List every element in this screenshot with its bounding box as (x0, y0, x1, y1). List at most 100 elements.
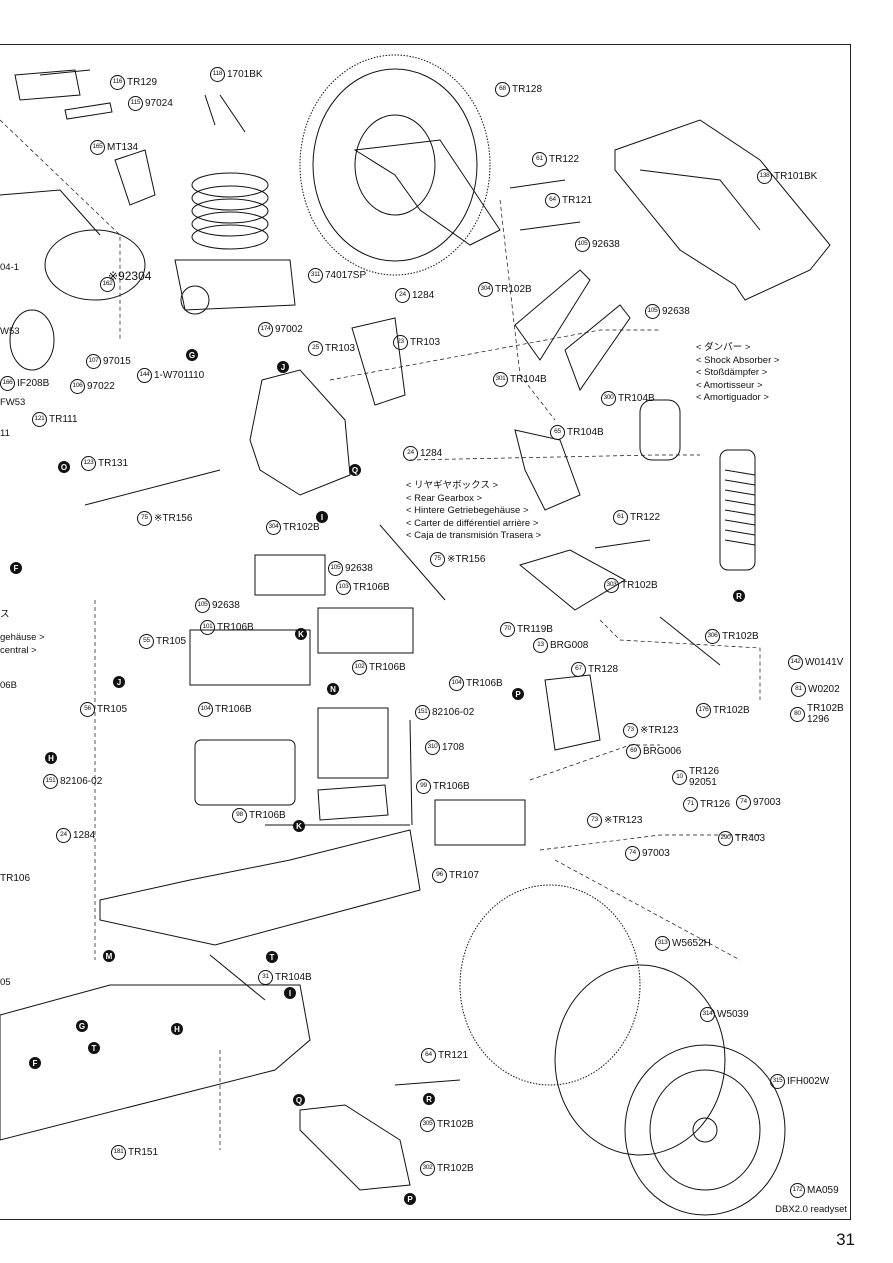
drive-shaft-upper (84, 469, 221, 506)
hinge-pin-64 (519, 221, 581, 231)
guide-dashed-10 (499, 199, 556, 421)
hinge-pin-64b (394, 1079, 461, 1086)
lower-rear-arm-303 (518, 549, 627, 611)
shock-absorber (639, 399, 756, 571)
rear-wing (614, 119, 831, 301)
gearbox-mount-23 (351, 317, 406, 406)
engine-ref-note: ※92304 (108, 269, 152, 283)
chassis-plate (0, 984, 311, 1141)
battery-box-101 (189, 629, 311, 686)
marker-letter: I (316, 511, 328, 523)
marker-letter: O (58, 461, 70, 473)
battery-box-102 (317, 607, 414, 654)
marker-letter: F (29, 1057, 41, 1069)
page-frame (0, 44, 851, 1220)
marker-letter: T (266, 951, 278, 963)
partial-text: 06B (0, 680, 17, 691)
partial-text: 11 (0, 428, 10, 439)
shock-stay-300 (564, 304, 631, 392)
hinge-pin-61 (509, 179, 566, 189)
rear-gearbox (249, 369, 351, 496)
exhaust-gasket (64, 102, 113, 120)
guide-dashed-6 (539, 834, 760, 851)
marker-letter: I (284, 987, 296, 999)
center-gearbox-note: gehäuse >central > (0, 632, 45, 656)
receiver (434, 799, 526, 846)
marker-letter: G (76, 1020, 88, 1032)
exhaust-pipe (14, 69, 91, 101)
partial-text: W53 (0, 326, 20, 337)
guide-dashed-3 (409, 454, 700, 461)
shock-stay-301 (514, 269, 591, 361)
partial-text: ス (0, 609, 10, 620)
guide-dashed-7 (554, 859, 741, 961)
marker-letter: H (45, 752, 57, 764)
rear-hub-67 (544, 674, 601, 751)
part-label: TR106 (0, 873, 31, 884)
marker-letter: G (186, 349, 198, 361)
hinge-pin-306 (659, 616, 721, 666)
marker-letter: K (293, 820, 305, 832)
partial-text: 05 (0, 977, 11, 988)
marker-letter: F (10, 562, 22, 574)
lower-arm-302 (299, 1104, 411, 1191)
part-label: 75※TR156 (137, 511, 192, 526)
marker-letter: H (171, 1023, 183, 1035)
marker-letter: Q (293, 1094, 305, 1106)
guide-dashed-2 (329, 329, 660, 381)
marker-letter: R (423, 1093, 435, 1105)
spur-gear (9, 309, 55, 371)
antenna-pipe (409, 719, 413, 826)
marker-letter: M (103, 950, 115, 962)
